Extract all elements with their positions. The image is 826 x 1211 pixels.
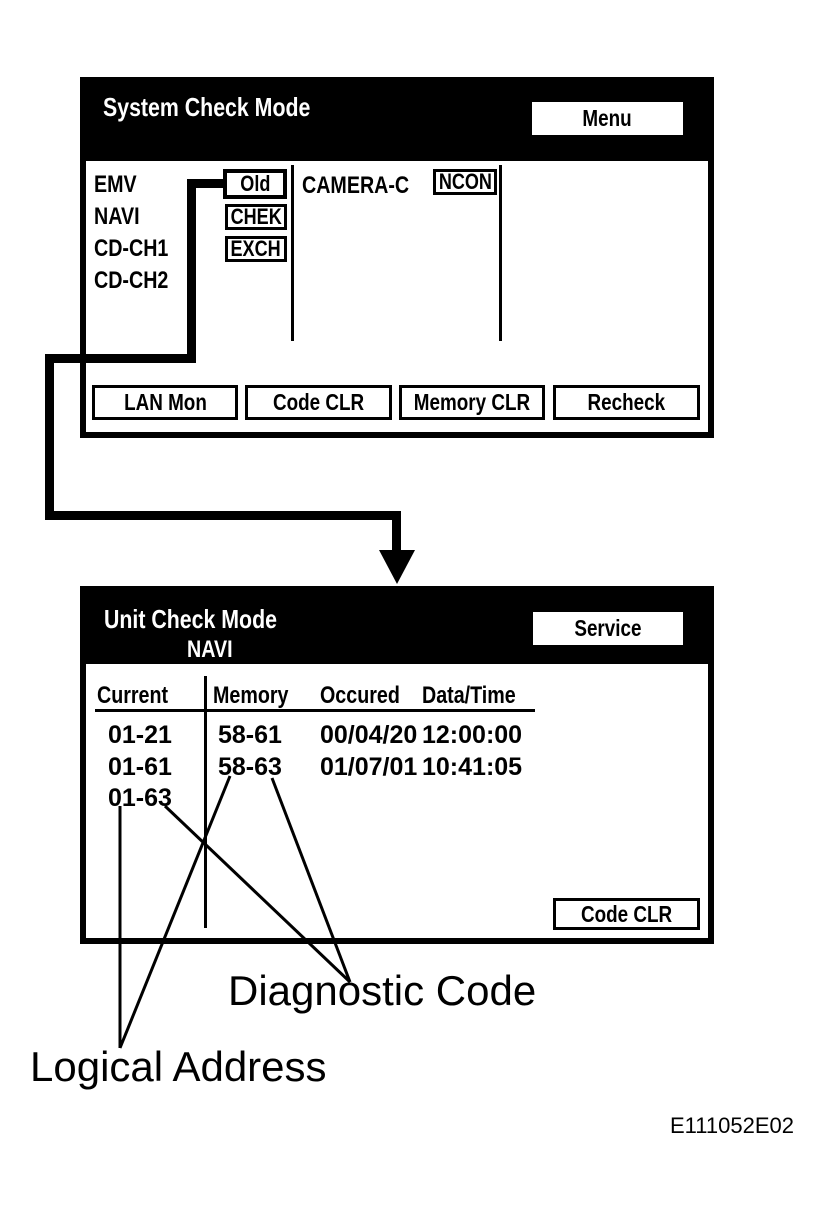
table-header-rule	[95, 709, 535, 712]
status-box-ncon[interactable]: NCON	[433, 169, 497, 195]
menu-button[interactable]: Menu	[532, 102, 683, 135]
lan-mon-button-label: LAN Mon	[123, 389, 207, 415]
device-label-camera-c: CAMERA-C	[302, 172, 410, 199]
diagnostic-code-label: Diagnostic Code	[228, 967, 537, 1014]
menu-button-label: Menu	[582, 105, 633, 131]
arrow-down-icon	[379, 550, 415, 584]
table-cell-current-1: 01-21	[108, 721, 172, 749]
column-divider-2	[499, 165, 502, 341]
table-cell-memory-2: 58-63	[218, 753, 282, 781]
table-cell-time-2: 10:41:05	[422, 753, 523, 781]
service-button[interactable]: Service	[533, 612, 683, 645]
status-box-exch[interactable]: EXCH	[225, 236, 287, 262]
memory-clr-button-label: Memory CLR	[413, 389, 531, 415]
device-label-cd-ch1: CD-CH1	[94, 235, 169, 262]
connector-vertical-1	[187, 179, 196, 363]
connector-stub	[187, 179, 227, 188]
figure-code: E111052E02	[670, 1113, 794, 1138]
logical-address-label: Logical Address	[30, 1043, 327, 1090]
unit-check-title: Unit Check Mode	[104, 604, 277, 634]
status-box-exch-label: EXCH	[230, 236, 282, 261]
connector-horizontal-1	[45, 354, 196, 363]
connector-horizontal-2	[45, 511, 401, 520]
status-box-ncon-label: NCON	[438, 169, 492, 194]
unit-check-screen: Unit Check Mode NAVI Service Current Mem…	[80, 586, 714, 944]
memory-clr-button[interactable]: Memory CLR	[399, 385, 545, 420]
status-box-old-label: Old	[239, 171, 271, 196]
table-cell-current-2: 01-61	[108, 753, 172, 781]
column-divider-1	[291, 165, 294, 341]
service-button-label: Service	[574, 615, 642, 641]
unit-check-subtitle: NAVI	[187, 636, 233, 663]
device-label-cd-ch2: CD-CH2	[94, 267, 169, 294]
status-box-chek-label: CHEK	[230, 204, 282, 229]
status-box-old[interactable]: Old	[223, 169, 287, 199]
table-cell-occured-1: 00/04/20	[320, 721, 418, 749]
table-cell-occured-2: 01/07/01	[320, 753, 418, 781]
code-clr-button[interactable]: Code CLR	[245, 385, 392, 420]
lan-mon-button[interactable]: LAN Mon	[92, 385, 238, 420]
device-label-emv: EMV	[94, 171, 137, 198]
table-cell-current-3: 01-63	[108, 784, 172, 812]
table-cell-memory-1: 58-61	[218, 721, 282, 749]
system-check-screen: System Check Mode Menu EMV NAVI CD-CH1 C…	[80, 77, 714, 438]
column-header-occured: Occured	[320, 682, 400, 709]
code-clr-button-unit[interactable]: Code CLR	[553, 898, 700, 930]
code-clr-button-unit-label: Code CLR	[580, 900, 673, 927]
column-header-memory: Memory	[213, 682, 289, 709]
table-column-divider	[204, 676, 207, 928]
status-box-chek[interactable]: CHEK	[225, 204, 287, 230]
device-label-navi: NAVI	[94, 203, 140, 230]
column-header-data-time: Data/Time	[422, 682, 516, 709]
recheck-button[interactable]: Recheck	[553, 385, 700, 420]
code-clr-button-label: Code CLR	[272, 389, 365, 415]
recheck-button-label: Recheck	[587, 389, 666, 415]
system-check-title: System Check Mode	[103, 92, 311, 122]
table-cell-time-1: 12:00:00	[422, 721, 523, 749]
connector-vertical-2	[45, 354, 54, 520]
column-header-current: Current	[97, 682, 169, 709]
connector-vertical-3	[392, 511, 401, 552]
